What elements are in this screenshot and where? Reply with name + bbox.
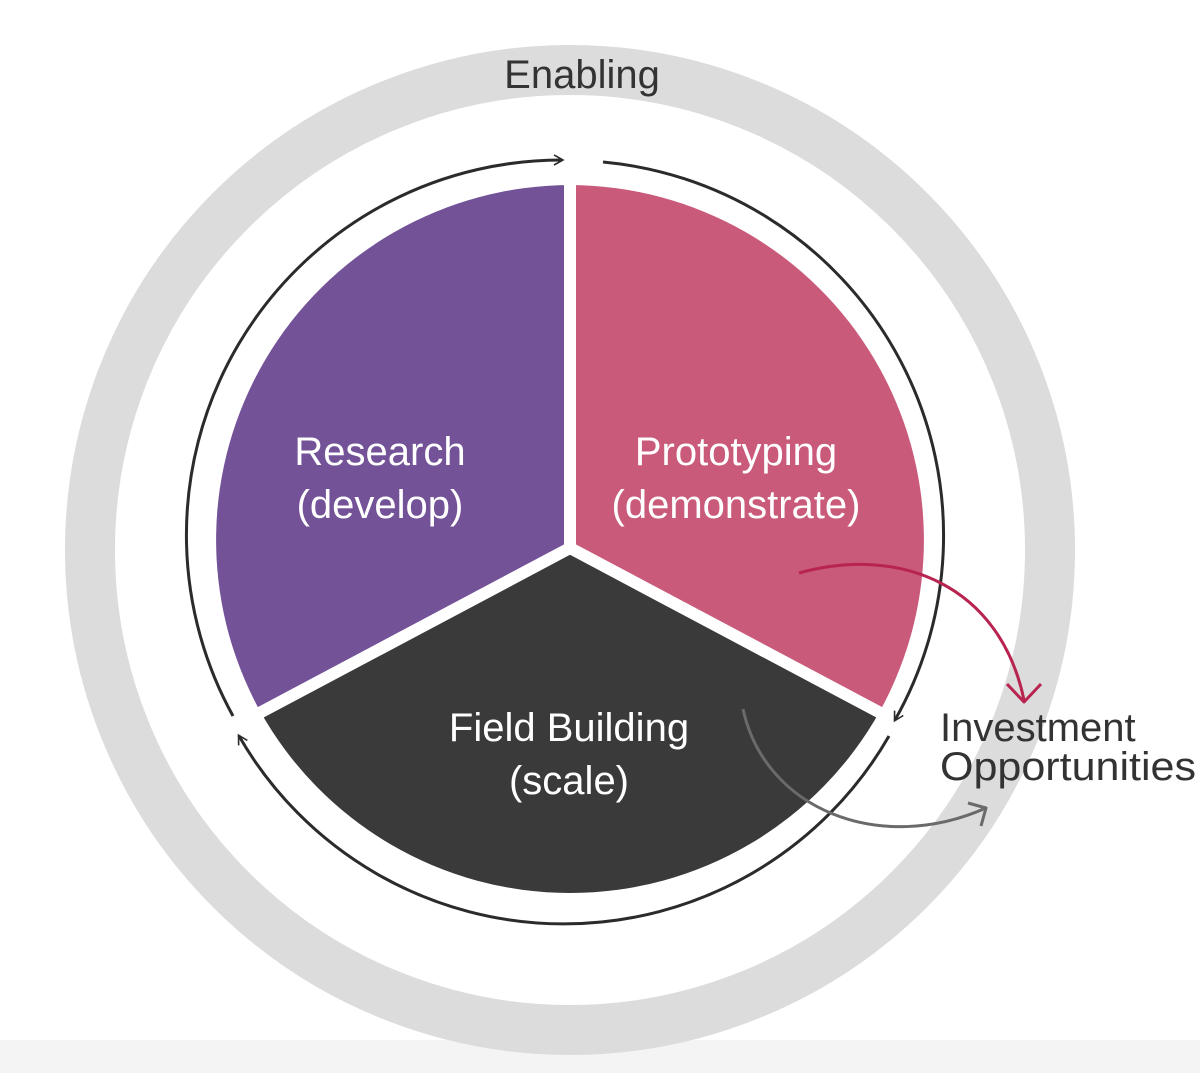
segment-divider [247, 542, 573, 724]
prototyping-arrowhead [1005, 682, 1043, 704]
research-sublabel: (develop) [297, 483, 464, 527]
enabling-ring [65, 45, 1075, 1055]
research-label: Research [294, 430, 465, 474]
prototyping-label: Prototyping [635, 430, 837, 474]
investment-label: Investment [940, 706, 1136, 750]
cycle-arrow-bottom [237, 733, 891, 926]
cycle-arrow-right [602, 160, 946, 723]
segment-divider [567, 542, 893, 724]
enabling-label: Enabling [504, 53, 660, 97]
field-arrowhead [967, 801, 988, 827]
field-to-investment-arrow [741, 708, 987, 829]
opportunities-label: Opportunities [940, 745, 1196, 789]
segment-research [216, 185, 571, 711]
field-building-label: Field Building [449, 706, 689, 750]
prototyping-sublabel: (demonstrate) [612, 483, 861, 527]
field-building-sublabel: (scale) [509, 759, 629, 803]
prototyping-to-investment-arrow [798, 562, 1026, 701]
segment-prototyping [570, 185, 924, 711]
cycle-arrow-top [184, 154, 565, 717]
